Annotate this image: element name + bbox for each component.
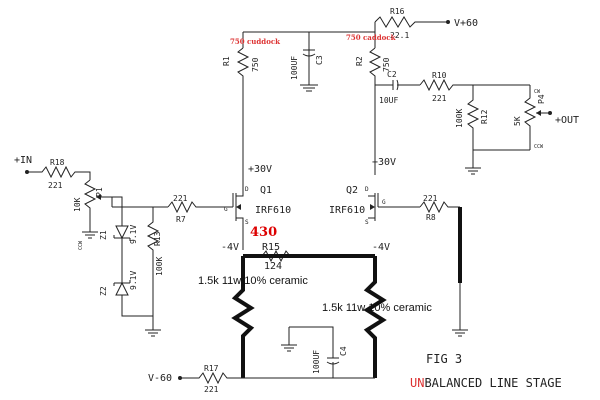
figure-caption: FIG 3 UNBALANCED LINE STAGE xyxy=(410,352,562,390)
zener-z2: Z2 9.1V xyxy=(99,271,153,317)
q2-drain-pin: D xyxy=(365,186,369,193)
p4-cw: CW xyxy=(534,89,541,95)
v-neg60-label: V-60 xyxy=(148,373,172,384)
z2-label: Z2 xyxy=(99,286,108,296)
c3-value: 100UF xyxy=(290,56,299,80)
c3-capacitor: 100UF C3 xyxy=(290,48,324,92)
figure-title: UNBALANCED LINE STAGE xyxy=(410,376,562,390)
r13-label: R13 xyxy=(153,231,162,246)
plus30-left: +30V xyxy=(248,164,272,175)
r17-value: 221 xyxy=(204,385,219,394)
r13-resistor: R13 100K xyxy=(145,207,164,337)
z1-label: Z1 xyxy=(99,230,108,240)
q2-source-pin: S xyxy=(365,219,369,226)
p1-label: P1 xyxy=(95,187,104,197)
r8-resistor: 221 R8 xyxy=(419,194,468,337)
q1-part: IRF610 xyxy=(255,205,291,216)
r1-note: 750 cuddock xyxy=(230,37,280,46)
r1-value: 750 xyxy=(251,57,260,72)
r18-label: R18 xyxy=(50,158,65,167)
r15-label: R15 xyxy=(262,242,280,253)
r2-note: 750 caddock xyxy=(346,33,396,42)
r1-label: R1 xyxy=(222,56,231,66)
minus4-left: -4V xyxy=(221,242,239,253)
r8-value: 221 xyxy=(423,194,438,203)
q1-drain-pin: D xyxy=(245,186,249,193)
z1-value: 9.1V xyxy=(129,225,138,244)
p4-ccw: CCW xyxy=(534,144,544,150)
r1-resistor: R1 750 750 cuddock xyxy=(222,37,280,175)
r15-value: 124 xyxy=(264,261,282,272)
r16-resistor: R16 22.1 V+60 xyxy=(374,7,478,40)
q2-gate-pin: G xyxy=(382,199,386,206)
r7-value: 221 xyxy=(173,194,188,203)
r16-label: R16 xyxy=(390,7,405,16)
q2-part: IRF610 xyxy=(329,205,365,216)
r16-value: 22.1 xyxy=(390,31,409,40)
p4-value: 5K xyxy=(513,116,522,126)
left-gate-path: 221 R7 xyxy=(111,194,233,224)
title-prefix: UN xyxy=(410,376,424,390)
r8-label: R8 xyxy=(426,213,436,222)
v-pos60-label: V+60 xyxy=(454,18,478,29)
r2-value: 750 xyxy=(382,57,391,72)
c3-label: C3 xyxy=(315,55,324,65)
r17-label: R17 xyxy=(204,364,219,373)
c2-r10-output: C2 10UF R10 221 xyxy=(375,70,530,105)
c2-value: 10UF xyxy=(379,96,398,105)
r7-label: R7 xyxy=(176,215,186,224)
ceramic-resistor-left: 1.5k 11w 10% ceramic xyxy=(198,256,308,378)
r2-resistor: R2 750 750 caddock xyxy=(346,33,396,175)
q1-mosfet: +30V Q1 IRF610 G D S xyxy=(224,164,291,250)
plus30-right: +30V xyxy=(372,157,396,168)
c4-value: 100UF xyxy=(312,350,321,374)
r15-new-value: 430 xyxy=(250,225,277,240)
r13-value: 100K xyxy=(155,257,164,276)
top-rail xyxy=(242,22,376,48)
out-label: +OUT xyxy=(555,115,579,126)
fig-number: FIG 3 xyxy=(426,352,462,366)
r2-label: R2 xyxy=(355,56,364,66)
ceramic-left-note: 1.5k 11w 10% ceramic xyxy=(198,275,308,287)
r10-label: R10 xyxy=(432,71,447,80)
bottom-rail: V-60 R17 221 xyxy=(148,364,375,394)
ceramic-resistor-right: 1.5k 11w 10% ceramic xyxy=(322,256,432,378)
p1-ccw: CCW xyxy=(78,240,84,250)
ceramic-right-note: 1.5k 11w 10% ceramic xyxy=(322,302,432,314)
in-label: +IN xyxy=(14,155,32,166)
r12-label: R12 xyxy=(480,109,489,124)
c2-label: C2 xyxy=(387,70,397,79)
p1-potentiometer: P1 10K CCW xyxy=(73,179,112,250)
z2-value: 9.1V xyxy=(129,271,138,290)
q2-label: Q2 xyxy=(346,185,358,196)
q1-gate-pin: G xyxy=(224,206,228,213)
p4-potentiometer: 5K P4 +OUT CW CCW xyxy=(513,85,579,150)
title-rest: BALANCED LINE STAGE xyxy=(424,376,561,390)
p1-value: 10K xyxy=(73,197,82,212)
r12-resistor: 100K R12 xyxy=(455,85,530,175)
r10-value: 221 xyxy=(432,94,447,103)
r18-value: 221 xyxy=(48,181,63,190)
r12-value: 100K xyxy=(455,109,464,128)
minus4-right: -4V xyxy=(372,242,390,253)
q1-source-pin: S xyxy=(245,219,249,226)
c4-label: C4 xyxy=(339,346,348,356)
q2-mosfet: +30V Q2 IRF610 G D S xyxy=(329,157,420,226)
c4-capacitor: 100UF C4 xyxy=(281,326,348,378)
input-section: +IN R18 221 xyxy=(14,155,91,190)
p4-label: P4 xyxy=(537,94,546,104)
r15-resistor: -4V -4V R15 124 430 xyxy=(221,225,390,272)
q1-label: Q1 xyxy=(260,185,272,196)
zener-z1: Z1 9.1V xyxy=(99,212,138,283)
